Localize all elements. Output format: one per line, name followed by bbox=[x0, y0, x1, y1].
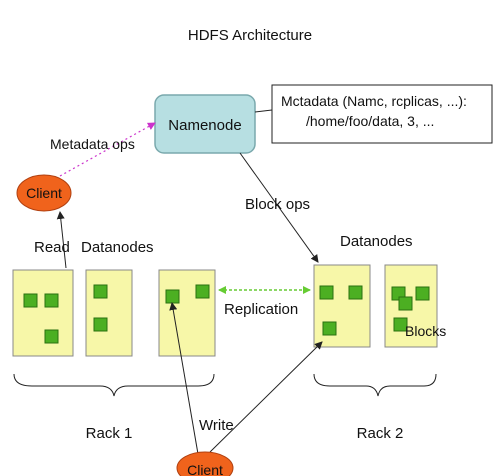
block bbox=[398, 296, 413, 311]
block-ops-label: Block ops bbox=[245, 196, 310, 213]
block bbox=[348, 285, 363, 300]
read-arrow bbox=[56, 211, 67, 269]
block-ops-arrow bbox=[239, 152, 319, 263]
metadata-ops-arrow bbox=[59, 122, 156, 177]
datanode-rack1-1 bbox=[12, 269, 74, 357]
diagram-title: HDFS Architecture bbox=[188, 27, 312, 44]
block bbox=[44, 329, 59, 344]
block bbox=[93, 284, 108, 299]
block bbox=[195, 284, 210, 299]
datanode-rack1-3 bbox=[158, 269, 216, 357]
block bbox=[319, 285, 334, 300]
namenode-label: Namenode bbox=[168, 117, 241, 134]
metadata-line-1: Mctadata (Namc, rcplicas, ...): bbox=[281, 93, 467, 109]
rack1-label: Rack 1 bbox=[86, 425, 133, 442]
datanodes-right-label: Datanodes bbox=[340, 233, 413, 250]
read-label: Read bbox=[34, 239, 70, 256]
rack1-brace bbox=[13, 373, 215, 397]
block bbox=[44, 293, 59, 308]
block bbox=[93, 317, 108, 332]
client-top-label: Client bbox=[26, 185, 62, 201]
block bbox=[415, 286, 430, 301]
write-arrow-left bbox=[169, 302, 199, 455]
write-label: Write bbox=[199, 417, 234, 434]
client-bottom-label: Client bbox=[187, 462, 223, 476]
metadata-box bbox=[271, 84, 493, 144]
datanodes-left-label: Datanodes bbox=[81, 239, 154, 256]
block bbox=[393, 317, 408, 332]
rack2-label: Rack 2 bbox=[357, 425, 404, 442]
metadata-ops-label: Metadata ops bbox=[50, 136, 135, 152]
client-bottom bbox=[176, 451, 234, 476]
block bbox=[322, 321, 337, 336]
replication-label: Replication bbox=[224, 301, 298, 318]
metadata-line-2: /home/foo/data, 3, ... bbox=[306, 113, 434, 129]
blocks-label: Blocks bbox=[405, 323, 446, 339]
block bbox=[23, 293, 38, 308]
namenode-metadata-connector bbox=[254, 109, 273, 113]
client-top bbox=[16, 174, 72, 212]
rack2-brace bbox=[313, 373, 437, 397]
datanode-rack2-1 bbox=[313, 264, 371, 348]
write-arrow-right bbox=[209, 341, 323, 453]
block bbox=[165, 289, 180, 304]
datanode-rack1-2 bbox=[85, 269, 133, 357]
